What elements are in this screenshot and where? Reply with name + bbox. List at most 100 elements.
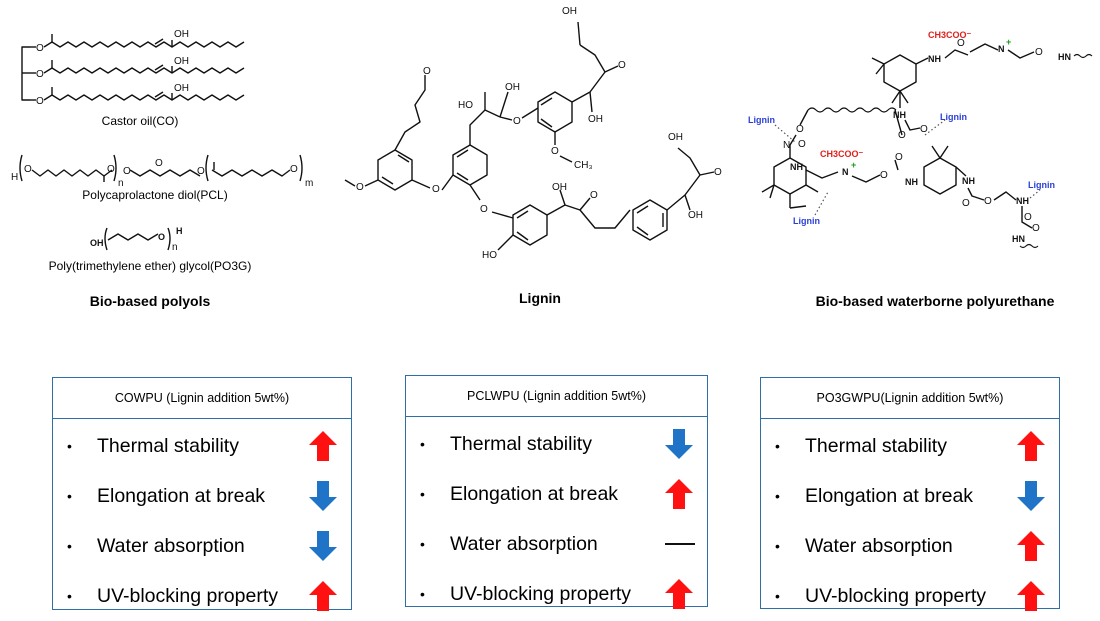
up-arrow-icon <box>1017 431 1045 461</box>
cowpu-box-title: COWPU (Lignin addition 5wt%) <box>53 378 351 419</box>
up-arrow-shape <box>665 579 693 609</box>
down-arrow-shape <box>309 531 337 561</box>
wpu-o-11: O <box>1032 223 1040 234</box>
cowpu-box: COWPU (Lignin addition 5wt%) • Thermal st… <box>52 377 352 611</box>
up-arrow-icon <box>1017 531 1045 561</box>
wpu-lignin-4: Lignin <box>793 216 820 226</box>
down-arrow-icon <box>309 481 337 511</box>
section-title-polyols: Bio-based polyols <box>89 293 211 309</box>
down-arrow-shape <box>665 429 693 459</box>
pcl-caption: Polycaprolactone diol(PCL) <box>82 188 228 202</box>
wpu-o-7: O <box>880 170 888 181</box>
list-item: •Elongation at break <box>761 471 1059 521</box>
wpu-nh-6: NH <box>1016 196 1029 206</box>
property-label: Thermal stability <box>805 434 947 457</box>
wpu-n-3: N <box>842 167 849 177</box>
bullet: • <box>67 488 72 504</box>
list-item: •Thermal stability <box>406 419 707 469</box>
bullet: • <box>420 586 425 602</box>
lig-oh-2: OH <box>562 6 577 17</box>
bullet: • <box>775 488 780 504</box>
wpu-o-12: O <box>1024 212 1032 223</box>
co-oh-1: OH <box>174 29 189 40</box>
up-arrow-shape <box>1017 531 1045 561</box>
wpu-lignin-1: Lignin <box>940 112 967 122</box>
dash-icon <box>665 543 695 545</box>
wpu-o-6: O <box>798 139 806 150</box>
wpu-ch3coo-2: CH3COO⁻ <box>820 149 864 159</box>
list-item: •Water absorption <box>406 519 707 569</box>
pcl-o-5: O <box>197 166 205 177</box>
up-arrow-icon <box>665 579 693 609</box>
up-arrow-icon <box>309 431 337 461</box>
co-oh-3: OH <box>174 83 189 94</box>
wpu-hn-2: HN <box>1012 234 1025 244</box>
pclwpu-box-title: PCLWPU (Lignin addition 5wt%) <box>406 376 707 417</box>
co-o-3: O <box>36 96 44 107</box>
po3gwpu-box-title: PO3GWPU(Lignin addition 5wt%) <box>761 378 1059 419</box>
list-item: •Elongation at break <box>406 469 707 519</box>
pcl-h: H <box>11 172 18 183</box>
lig-ho-1: HO <box>458 100 473 111</box>
lig-o-6: O <box>618 60 626 71</box>
up-arrow-shape <box>309 431 337 461</box>
property-label: Water absorption <box>805 534 953 557</box>
list-item: •Elongation at break <box>53 471 351 521</box>
down-arrow-icon <box>309 531 337 561</box>
wpu-o-2: O <box>1035 47 1043 58</box>
wpu-ch3coo-1: CH3COO⁻ <box>928 30 972 40</box>
po3g-oh: OH <box>90 238 104 248</box>
wpu-o-3: O <box>920 124 928 135</box>
pcl-o-4: O <box>155 158 163 169</box>
down-arrow-shape <box>309 481 337 511</box>
section-title-lignin: Lignin <box>519 290 561 306</box>
pclwpu-list: •Thermal stability •Elongation at break … <box>406 417 707 619</box>
bullet: • <box>420 486 425 502</box>
wpu-o-10: O <box>984 196 992 207</box>
lig-oh-1: OH <box>505 82 520 93</box>
wpu-o-9: O <box>962 198 970 209</box>
lig-o-3: O <box>432 184 440 195</box>
list-item: • Thermal stability <box>761 421 1059 471</box>
down-arrow-icon <box>665 429 693 459</box>
lignin-structure: O O O HO OH O O CH₃ OH O <box>344 6 722 261</box>
lig-o-4: O <box>513 116 521 127</box>
property-label: Thermal stability <box>450 432 592 455</box>
wpu-nh-3: NH <box>790 162 803 172</box>
pcl-o-3: O <box>123 166 131 177</box>
wpu-nh-5: NH <box>962 176 975 186</box>
po3g-sub-n: n <box>172 242 178 253</box>
bullet: • <box>67 588 72 604</box>
lig-ch3: CH₃ <box>574 160 593 171</box>
lig-o-5: O <box>551 146 559 157</box>
lig-o-2: O <box>356 182 364 193</box>
up-arrow-icon <box>309 581 337 611</box>
list-item: • Water absorption <box>761 521 1059 571</box>
wpu-plus-1: + <box>1006 37 1011 47</box>
bullet: • <box>775 538 780 554</box>
property-label: Water absorption <box>450 532 598 555</box>
lig-o-7: O <box>480 204 488 215</box>
down-arrow-shape <box>1017 481 1045 511</box>
lig-oh-3: OH <box>588 114 603 125</box>
castor-oil-structure: O OH O OH O OH <box>21 29 245 107</box>
wpu-plus-2: + <box>851 160 856 170</box>
wpu-hn-1: HN <box>1058 52 1071 62</box>
cowpu-list: •Thermal stability •Elongation at break … <box>53 419 351 621</box>
wpu-o-8: O <box>895 152 903 163</box>
up-arrow-icon <box>1017 581 1045 611</box>
wpu-o-4: O <box>898 130 906 141</box>
property-label: UV-blocking property <box>450 582 632 605</box>
wpu-nh-2: NH <box>893 110 906 120</box>
pcl-o-1: O <box>24 164 32 175</box>
wpu-n-2: N <box>783 140 790 151</box>
wpu-n-1: N <box>998 44 1005 54</box>
lig-o-9: O <box>714 167 722 178</box>
po3gwpu-box: PO3GWPU(Lignin addition 5wt%) • Thermal s… <box>760 377 1060 611</box>
bullet: • <box>775 438 780 454</box>
up-arrow-icon <box>665 479 693 509</box>
property-label: Thermal stability <box>97 434 239 457</box>
structures-canvas: O OH O OH O OH H O O n O O O <box>11 6 1093 261</box>
wpu-o-5: O <box>796 124 804 135</box>
list-item: • UV-blocking property <box>406 569 707 619</box>
